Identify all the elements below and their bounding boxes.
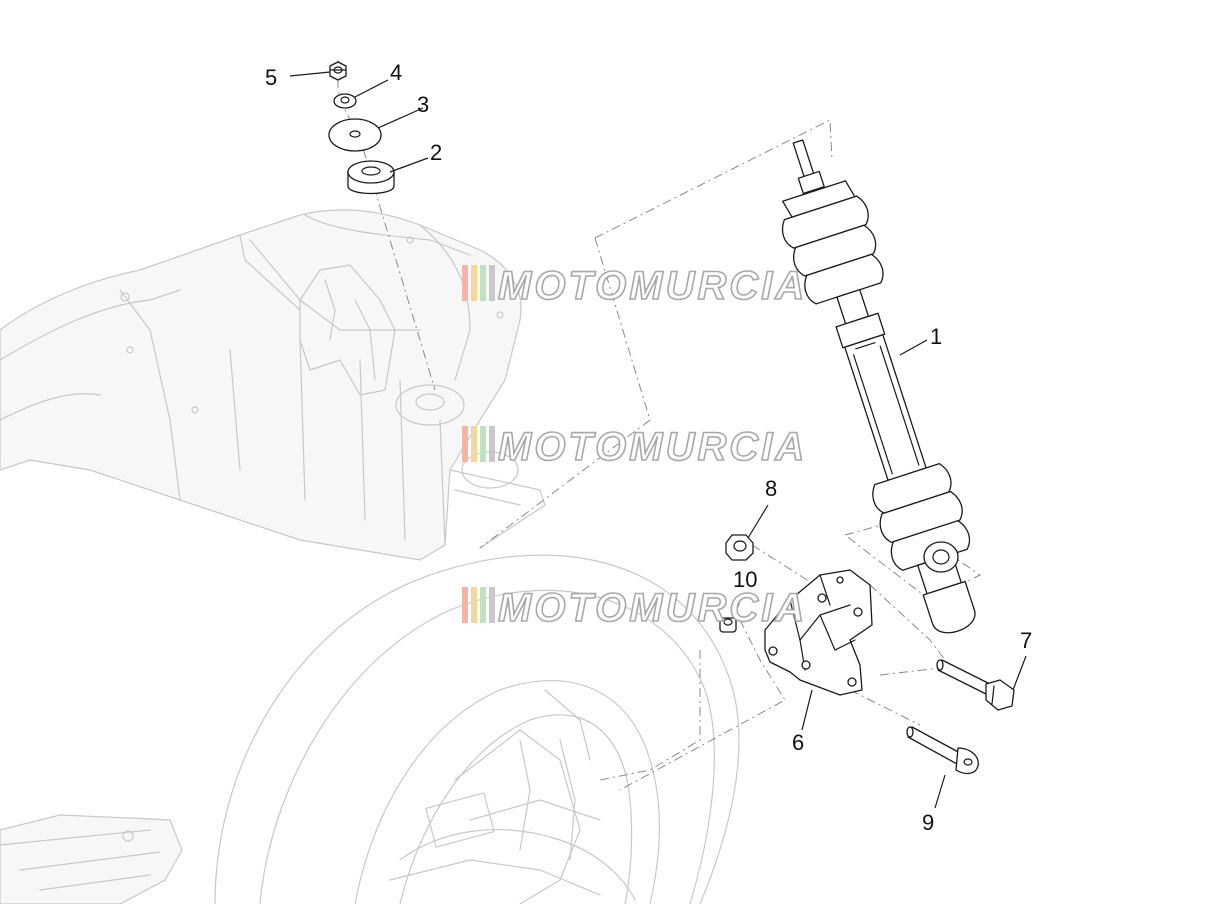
part-3-flat-washer: [328, 118, 382, 152]
shock-lower-eye: [923, 541, 959, 573]
watermark-top: MOTOMURCIA: [462, 263, 807, 309]
watermark-stripe: [471, 426, 477, 462]
watermark-text: MOTOMURCIA: [498, 264, 807, 308]
watermark-stripe: [480, 587, 486, 623]
callout-7: 7: [1020, 628, 1032, 653]
part-4-washer: [333, 93, 357, 109]
watermark-stripe: [489, 265, 495, 301]
callout-8: 8: [765, 476, 777, 501]
callout-3: 3: [417, 92, 429, 117]
watermark-stripe: [471, 265, 477, 301]
ghost-wheel: [214, 554, 740, 904]
watermark-stripe: [462, 265, 468, 301]
callout-10: 10: [733, 567, 757, 592]
watermark-text: MOTOMURCIA: [498, 425, 807, 469]
part-2-rubber-bushing: [347, 160, 395, 195]
watermark-stripe: [480, 265, 486, 301]
watermark-stripe: [471, 587, 477, 623]
callout-2: 2: [430, 140, 442, 165]
part-6-mounting-bracket: [764, 569, 873, 696]
part-8-nut: [725, 534, 754, 561]
callout-9: 9: [922, 810, 934, 835]
watermark-stripe: [480, 426, 486, 462]
watermark-stripe: [489, 426, 495, 462]
callout-6: 6: [792, 730, 804, 755]
part-10-spacer: [719, 617, 737, 633]
watermark-middle: MOTOMURCIA: [462, 424, 807, 470]
watermark-bottom: MOTOMURCIA: [462, 585, 807, 631]
watermark-stripe: [489, 587, 495, 623]
watermark-stripe: [462, 426, 468, 462]
callout-4: 4: [390, 60, 402, 85]
part-9-socket-bolt: [906, 726, 979, 775]
leader-lines: [289, 71, 1027, 809]
ghost-footboard: [0, 814, 183, 904]
ghost-frame: [0, 209, 546, 561]
watermark-text: MOTOMURCIA: [498, 586, 807, 630]
part-7-hex-bolt: [936, 659, 1015, 711]
callout-numbers: 1 2 3 4 5 6 7 8 9 10: [265, 60, 1032, 835]
part-1-shock-absorber: [781, 139, 976, 634]
watermark-stripe: [462, 587, 468, 623]
part-5-hex-nut: [329, 61, 347, 81]
callout-1: 1: [930, 324, 942, 349]
callout-5: 5: [265, 65, 277, 90]
